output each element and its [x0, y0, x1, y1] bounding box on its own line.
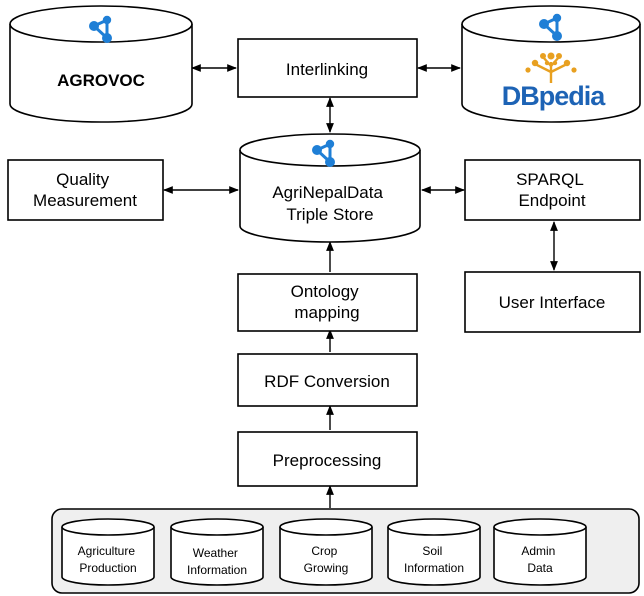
- dbpedia-logo: DBpedia: [502, 52, 607, 111]
- source-label: Admin Data: [521, 544, 558, 575]
- interlinking-node: Interlinking: [237, 38, 418, 98]
- rdf-conversion-label: RDF Conversion: [264, 372, 390, 391]
- edges: [163, 64, 558, 508]
- source-label: Crop Growing: [304, 544, 349, 575]
- agrovoc-node: AGROVOC: [9, 5, 193, 123]
- dbpedia-node: DBpedia: [461, 5, 641, 123]
- rdf-conversion-node: RDF Conversion: [237, 353, 418, 407]
- source-soil-information: Soil Information: [387, 518, 481, 586]
- triple-store-label: AgriNepalData Triple Store: [272, 183, 387, 224]
- quality-measurement-node: Quality Measurement: [7, 159, 164, 221]
- source-label: Soil Information: [404, 544, 464, 575]
- data-sources-group: Agriculture Production Weather Informati…: [51, 508, 640, 594]
- preprocessing-label: Preprocessing: [273, 451, 382, 470]
- dbpedia-label: DBpedia: [502, 81, 607, 111]
- user-interface-node: User Interface: [464, 271, 641, 333]
- triple-store-node: AgriNepalData Triple Store: [239, 133, 421, 243]
- agrovoc-label: AGROVOC: [57, 71, 145, 90]
- ontology-mapping-node: Ontology mapping: [237, 273, 418, 332]
- user-interface-label: User Interface: [499, 293, 606, 312]
- source-label: Weather Information: [187, 546, 247, 577]
- ontology-mapping-label: Ontology mapping: [291, 282, 364, 322]
- sparql-endpoint-node: SPARQL Endpoint: [464, 159, 641, 221]
- preprocessing-node: Preprocessing: [237, 431, 418, 487]
- source-label: Agriculture Production: [78, 544, 139, 575]
- interlinking-label: Interlinking: [286, 60, 368, 79]
- source-agriculture-production: Agriculture Production: [61, 518, 155, 586]
- quality-measurement-label: Quality Measurement: [33, 170, 137, 210]
- source-crop-growing: Crop Growing: [279, 518, 373, 586]
- source-weather-information: Weather Information: [170, 518, 264, 586]
- source-admin-data: Admin Data: [493, 518, 587, 586]
- sparql-endpoint-label: SPARQL Endpoint: [516, 170, 588, 210]
